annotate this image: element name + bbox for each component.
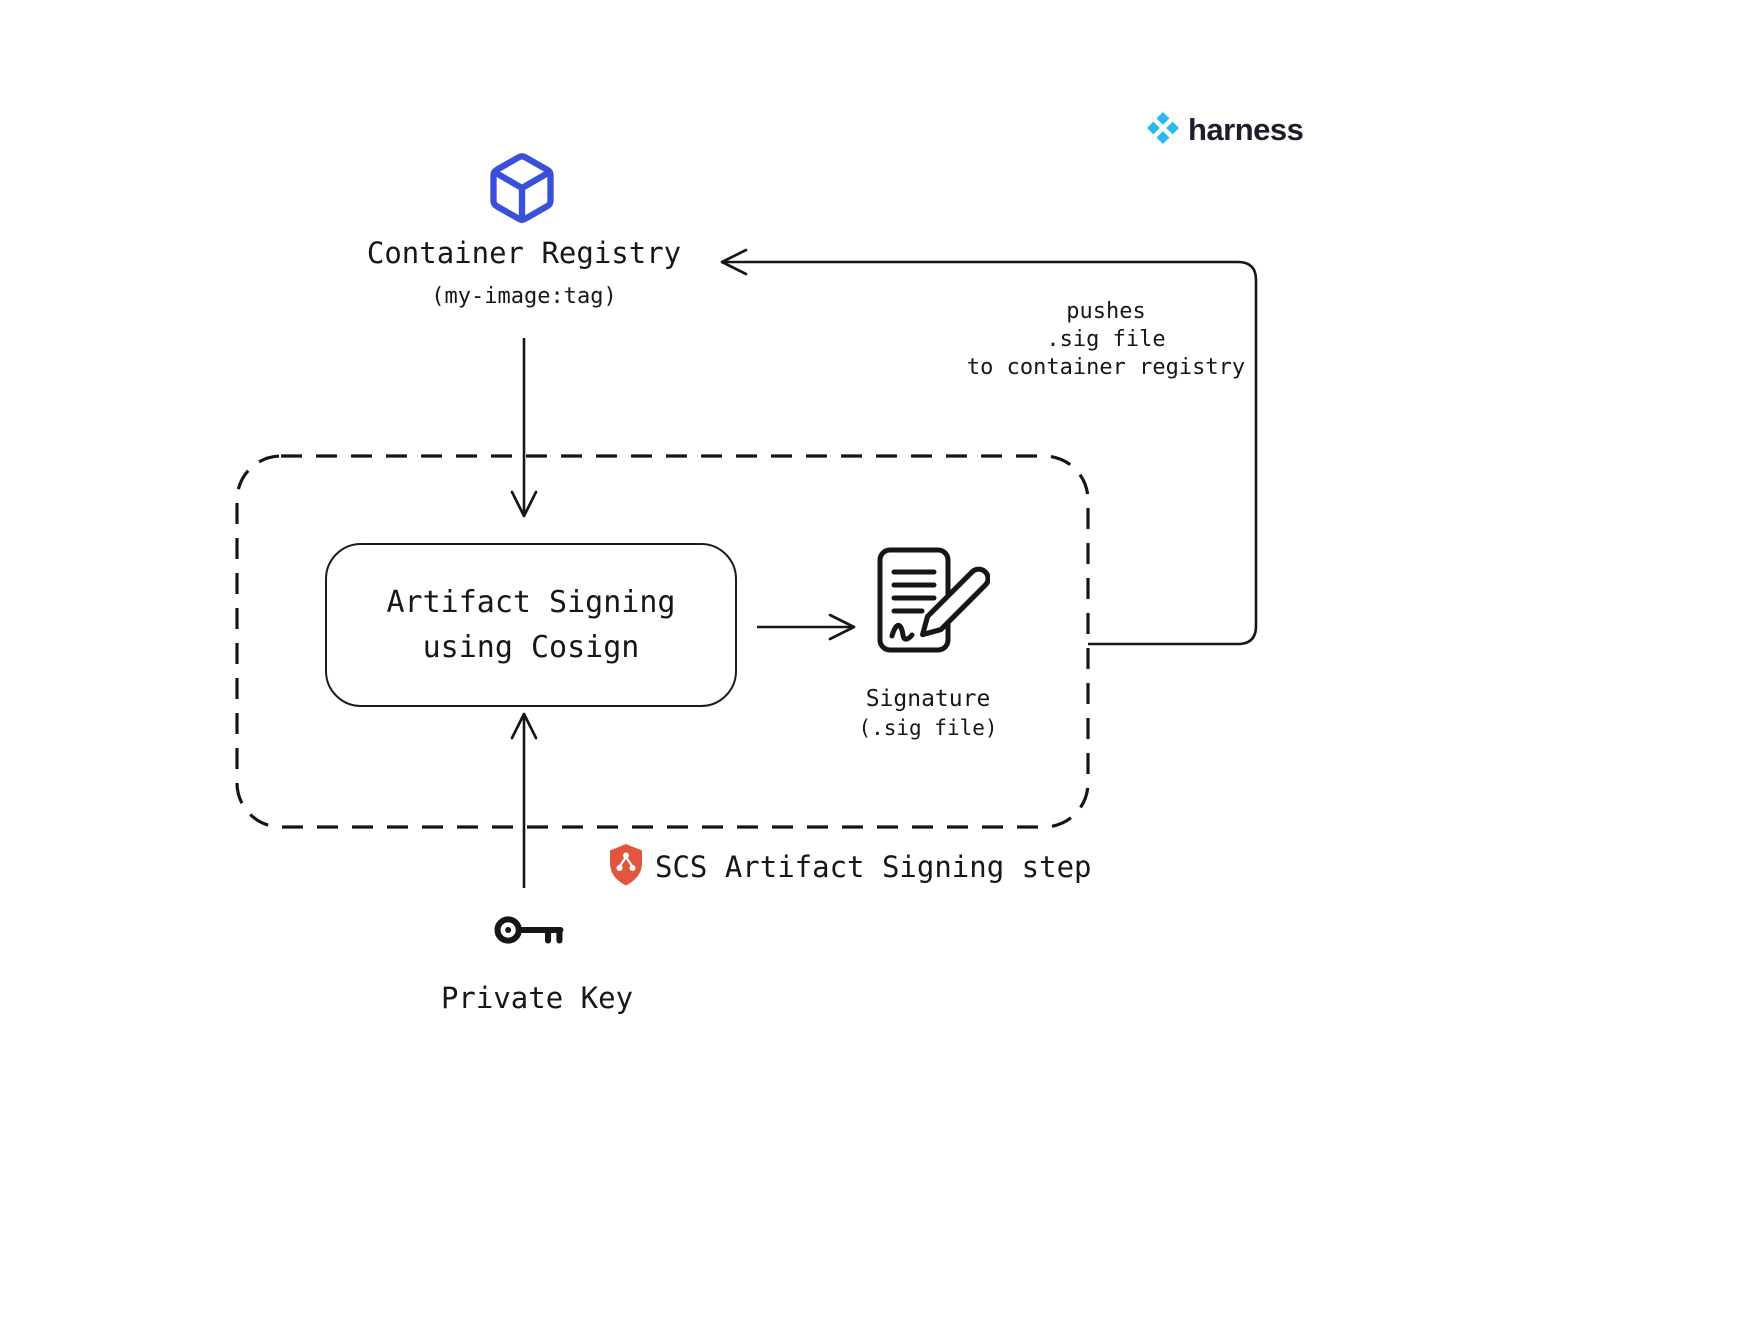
container-registry-title: Container Registry	[366, 236, 682, 270]
push-note-line1: pushes	[1066, 299, 1146, 324]
scs-step-label: SCS Artifact Signing step	[655, 850, 1092, 884]
artifact-signing-line1: Artifact Signing	[386, 585, 676, 620]
brand-wordmark: harness	[1188, 112, 1304, 147]
signature-title: Signature	[865, 686, 991, 712]
private-key-label: Private Key	[440, 981, 634, 1015]
key-icon	[492, 908, 568, 952]
artifact-signing-box: Artifact Signing using Cosign	[325, 543, 737, 707]
container-registry-cube-icon	[484, 150, 560, 226]
push-note: pushes .sig file to container registry	[951, 298, 1261, 382]
brand-logo: harness	[1145, 110, 1304, 150]
harness-logo-icon	[1145, 110, 1181, 150]
container-registry-subtitle: (my-image:tag)	[431, 284, 617, 309]
artifact-signing-line2: using Cosign	[422, 630, 640, 665]
push-note-line3: to container registry	[966, 355, 1246, 380]
push-note-line2: .sig file	[1046, 327, 1166, 352]
signature-subtitle: (.sig file)	[858, 716, 998, 740]
shield-branch-icon	[606, 842, 646, 888]
signed-document-pencil-icon	[868, 544, 991, 666]
